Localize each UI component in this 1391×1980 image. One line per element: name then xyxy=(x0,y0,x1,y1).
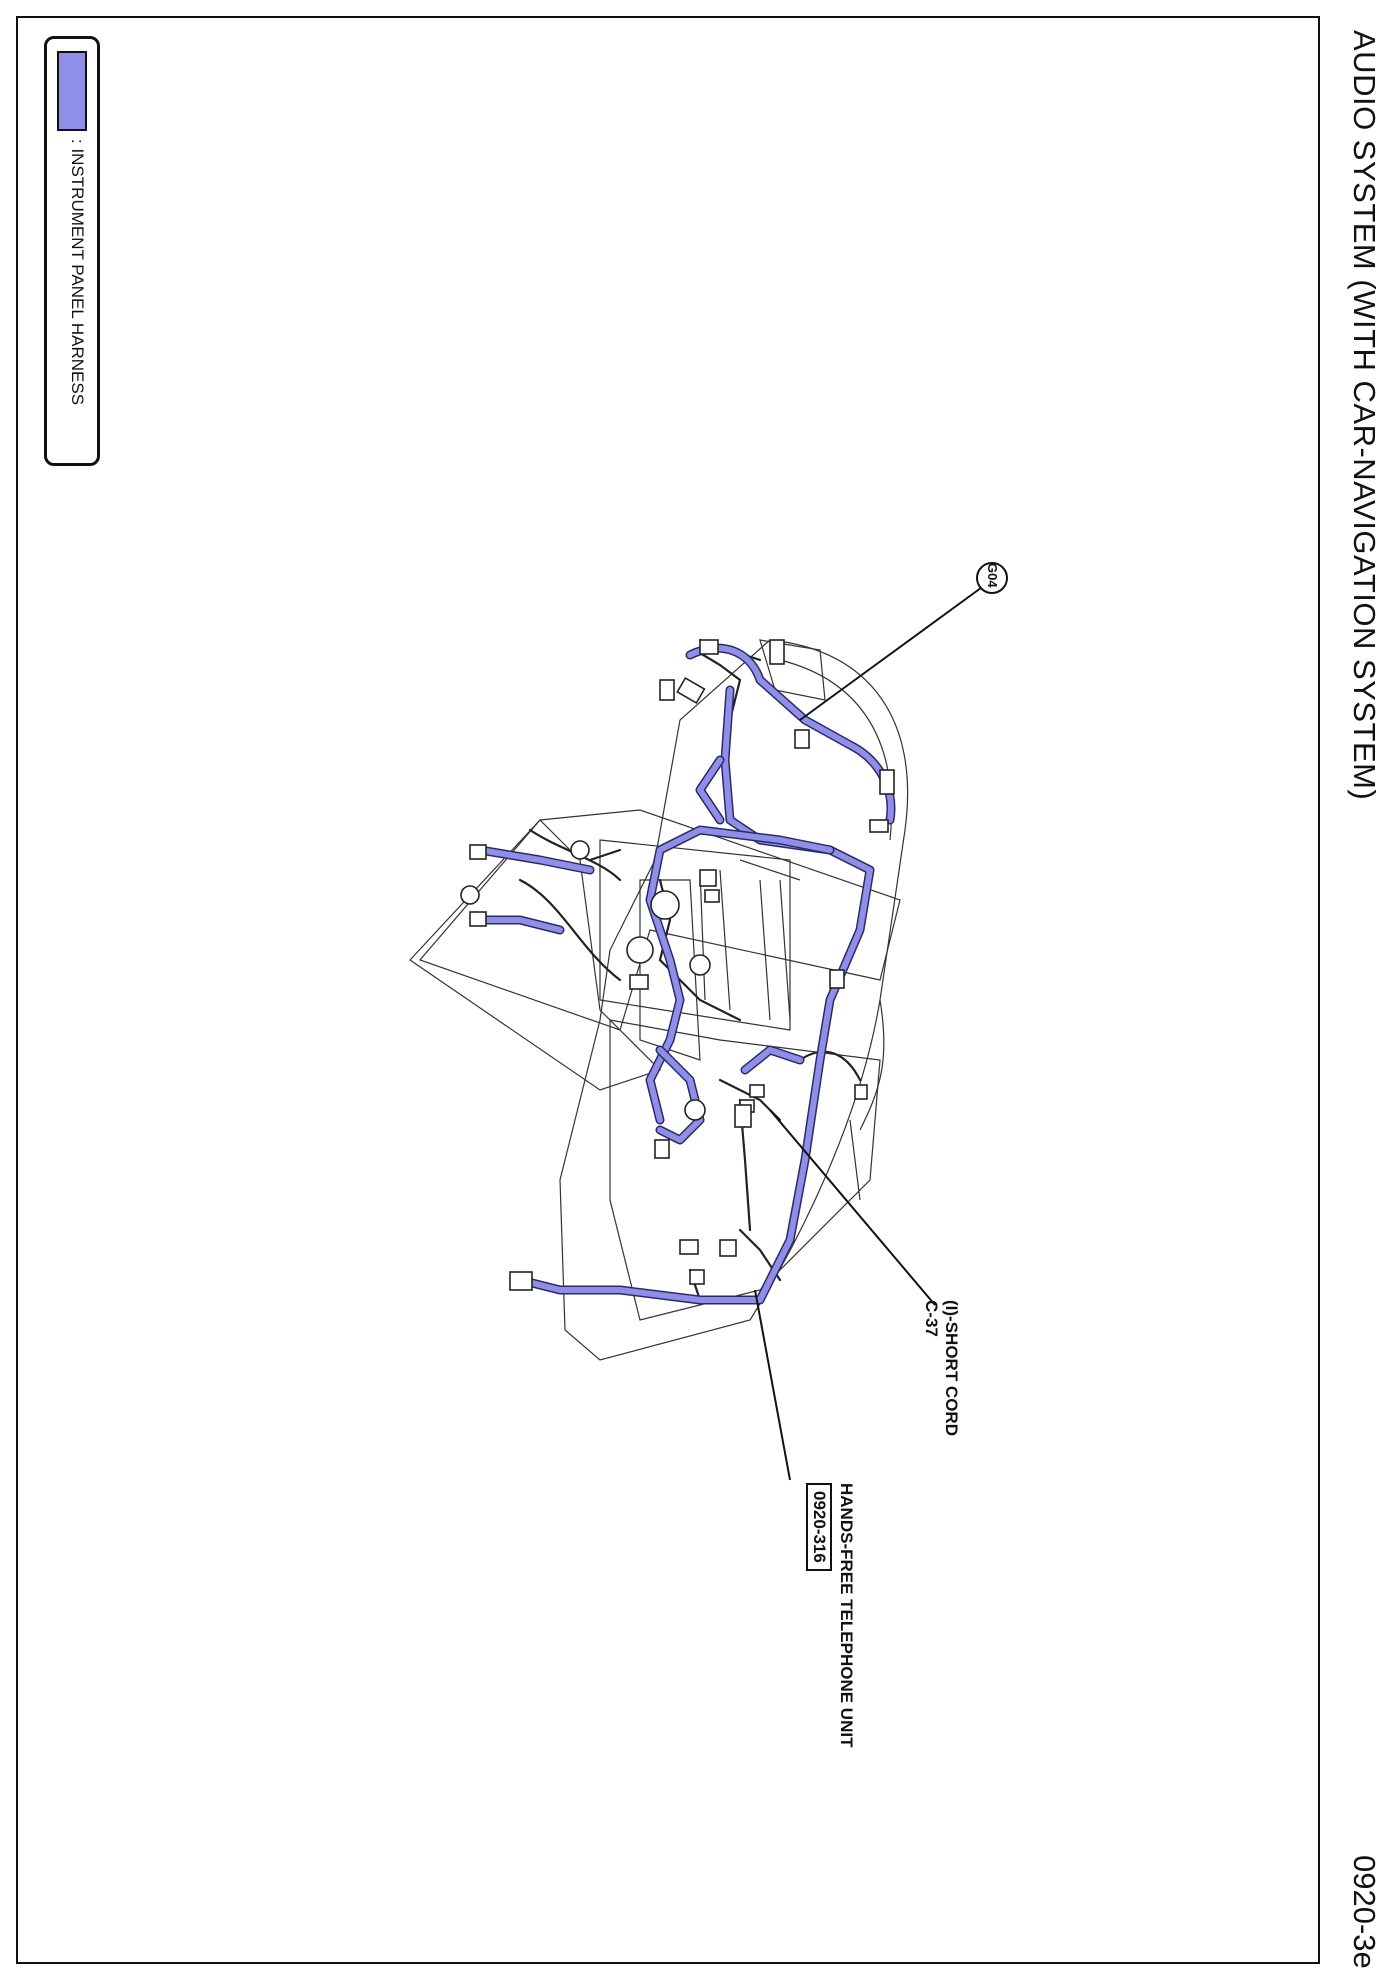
callout-lines xyxy=(754,584,986,1481)
legend: : INSTRUMENT PANEL HARNESS xyxy=(44,36,100,466)
legend-swatch-harness xyxy=(57,51,87,131)
hands-free-code-box: 0920-316 xyxy=(806,1483,832,1571)
harness-routes xyxy=(475,643,896,1305)
legend-label: : INSTRUMENT PANEL HARNESS xyxy=(68,139,87,406)
short-cord-label: (I)-SHORT CORD xyxy=(942,1300,961,1436)
short-cord-code: C-37 xyxy=(922,1300,941,1337)
hands-free-label: HANDS-FREE TELEPHONE UNIT xyxy=(837,1483,856,1748)
page-frame xyxy=(16,16,1320,1964)
page-title: AUDIO SYSTEM (WITH CAR-NAVIGATION SYSTEM… xyxy=(1347,30,1382,801)
connectors xyxy=(460,639,895,1291)
hands-free-code: 0920-316 xyxy=(806,1483,832,1571)
ground-callout-label: G04 xyxy=(985,563,1000,588)
page-number: 0920-3e xyxy=(1347,1855,1382,1969)
dashboard-outline xyxy=(409,639,909,1361)
ground-callout-circle xyxy=(976,562,1008,594)
